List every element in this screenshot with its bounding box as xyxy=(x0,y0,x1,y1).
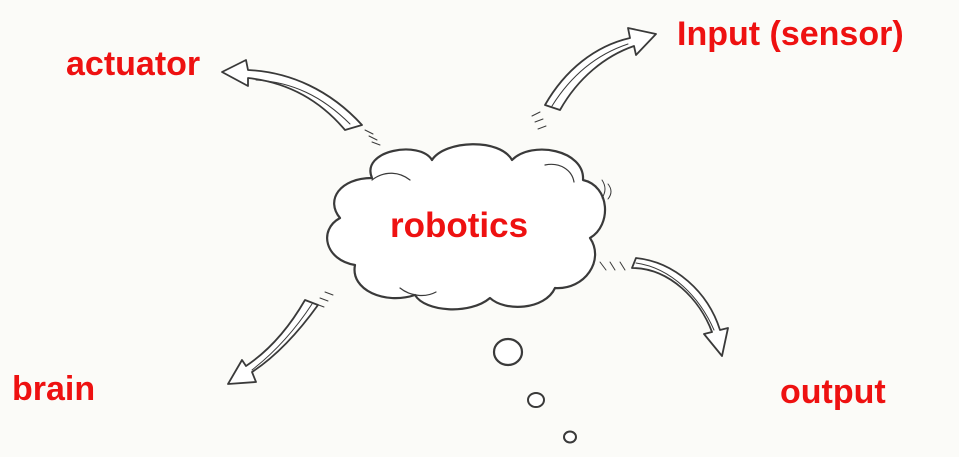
thought-bubble-small xyxy=(563,430,577,444)
cloud-inner-stroke xyxy=(544,163,575,183)
center-label: robotics xyxy=(390,206,529,245)
node-label-brain: brain xyxy=(12,370,96,408)
motion-hatching xyxy=(315,111,626,308)
node-label-output: output xyxy=(780,373,886,411)
arrow-shading xyxy=(255,79,351,125)
arrow-shading xyxy=(635,262,715,331)
thought-bubble-medium xyxy=(527,392,545,408)
arrow-to-brain xyxy=(227,299,319,385)
cloud-inner-stroke xyxy=(399,287,437,297)
arrow-shading xyxy=(551,43,629,107)
arrow-to-actuator xyxy=(221,59,363,131)
node-label-input: Input (sensor) xyxy=(677,15,904,53)
arrow-to-input xyxy=(544,27,657,111)
thought-cloud xyxy=(326,143,606,311)
thought-bubble-large xyxy=(492,337,524,367)
cloud-inner-stroke xyxy=(371,172,411,181)
arrow-to-output xyxy=(631,257,729,357)
node-label-actuator: actuator xyxy=(66,45,201,83)
arrow-shading xyxy=(251,303,313,371)
